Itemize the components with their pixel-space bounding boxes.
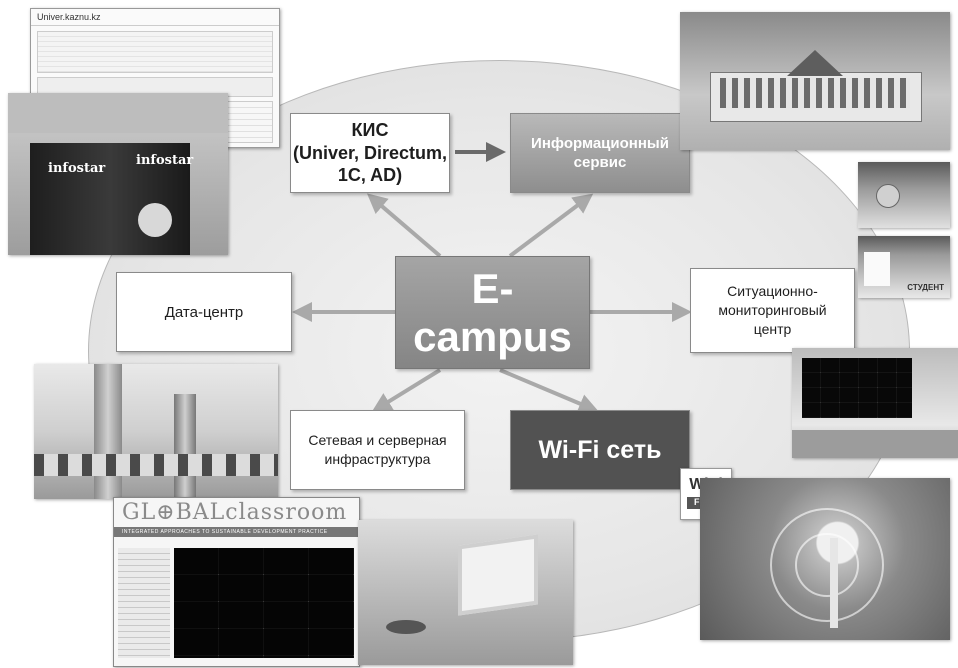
node-situational-label: Ситуационно- мониторинговый центр <box>718 283 827 337</box>
kiosk-label: СТУДЕНТ <box>907 283 944 292</box>
node-situational: Ситуационно- мониторинговый центр <box>690 268 855 353</box>
arrow-center-to-info <box>508 193 594 258</box>
univer-site-title: Univer.kaznu.kz <box>31 9 279 26</box>
rack-cabinet <box>30 143 190 255</box>
node-wifi: Wi-Fi сеть <box>510 410 690 490</box>
univer-menu-block <box>37 31 273 73</box>
global-classroom-subtitle: INTEGRATED APPROACHES TO SUSTAINABLE DEV… <box>114 527 359 537</box>
node-info-service-label: Информационный сервис <box>531 134 669 172</box>
node-datacenter: Дата-центр <box>116 272 292 352</box>
server-racks-photo: infostar infostar <box>8 93 228 255</box>
open-office-photo <box>34 364 278 499</box>
global-classroom-screenshot: GL⊕BALclassroom INTEGRATED APPROACHES TO… <box>113 497 360 667</box>
server-brand-right: infostar <box>136 153 194 168</box>
node-ecampus-label: E-campus <box>413 264 572 360</box>
arrow-center-to-wifi <box>499 368 599 414</box>
node-kis-label: КИС (Univer, Directum, 1C, AD) <box>292 120 448 186</box>
conference-monitor-photo <box>358 520 573 665</box>
monitor <box>458 534 538 616</box>
arrow-center-to-kis <box>366 193 442 258</box>
node-network: Сетевая и серверная инфраструктура <box>290 410 465 490</box>
monitoring-center-photo <box>792 348 958 458</box>
node-wifi-label: Wi-Fi сеть <box>538 435 662 464</box>
wifi-coverage-aerial-photo <box>700 478 950 640</box>
node-network-label: Сетевая и серверная инфраструктура <box>308 432 447 467</box>
server-brand-left: infostar <box>48 161 106 176</box>
global-classroom-title: GL⊕BALclassroom <box>122 500 348 525</box>
video-grid <box>174 548 354 658</box>
building-rendering-photo <box>680 12 950 150</box>
node-info-service: Информационный сервис <box>510 113 690 193</box>
video-wall <box>802 358 912 418</box>
arrow-center-to-network <box>371 368 442 413</box>
node-ecampus: E-campus <box>395 256 590 369</box>
node-datacenter-label: Дата-центр <box>164 303 244 321</box>
node-kis: КИС (Univer, Directum, 1C, AD) <box>290 113 450 193</box>
kiosk-screen-top <box>858 162 950 228</box>
kiosk-screen-bottom: СТУДЕНТ <box>858 236 950 298</box>
